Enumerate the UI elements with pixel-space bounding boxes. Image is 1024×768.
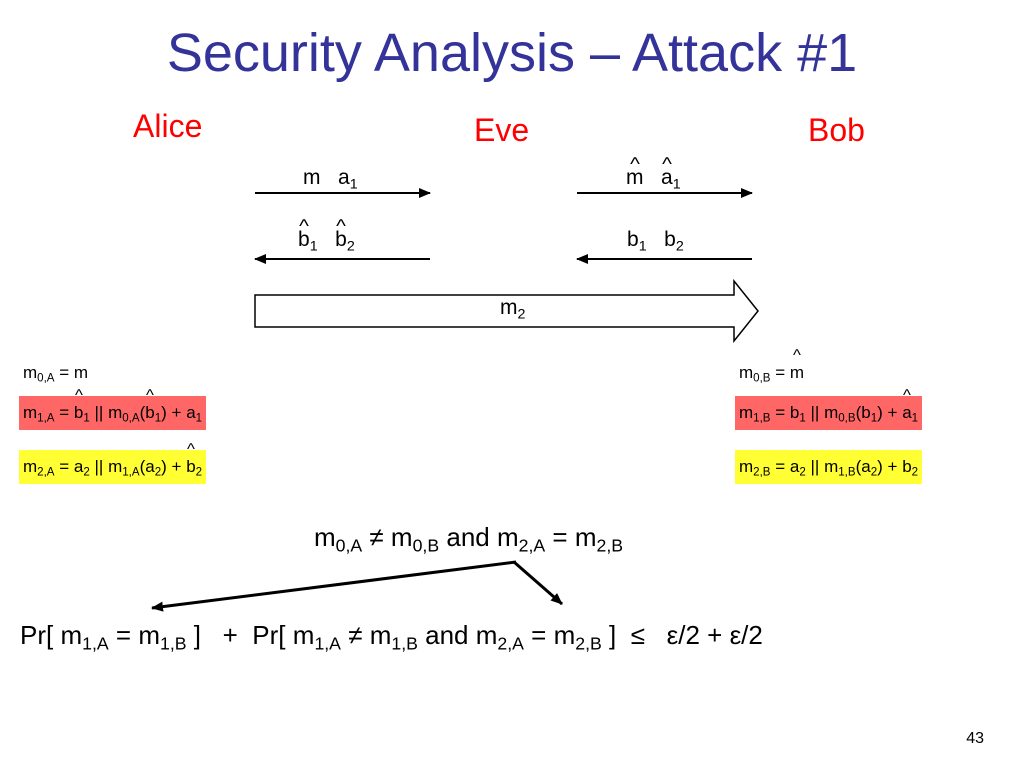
msg-m2: m2 [500, 296, 526, 323]
msg-eve-bhat1-bhat2: b1 b2 [298, 228, 355, 253]
alice-m1-eq: m1,A = b1 || m0,A(b1) + a1 [19, 396, 207, 430]
bob-label: Bob [808, 112, 865, 148]
page-number: 43 [966, 730, 984, 747]
bob-m1-eq: m1,B = b1 || m0,B(b1) + a1 [735, 396, 923, 430]
bob-m0-eq: m0,B = m [735, 356, 808, 390]
bob-m2-eq: m2,B = a2 || m1,B(a2) + b2 [735, 450, 923, 484]
slide-title: Security Analysis – Attack #1 [166, 23, 858, 83]
pointer-arrow-right [513, 560, 563, 606]
pointer-arrow-left [151, 560, 517, 612]
alice-m2-eq: m2,A = a2 || m1,A(a2) + b2 [19, 450, 207, 484]
condition-statement: m0,A ≠ m0,B and m2,A = m2,B [314, 522, 624, 556]
probability-bound: Pr[ m1,A = m1,B ] + Pr[ m1,A ≠ m1,B and … [20, 620, 763, 654]
alice-label: Alice [133, 108, 203, 144]
eve-label: Eve [474, 112, 530, 148]
msg-bob-b1-b2: b1 b2 [627, 228, 684, 255]
msg-eve-mhat-ahat1: m a1 [626, 166, 681, 191]
msg-alice-m-a1: m a1 [303, 166, 358, 193]
alice-m0-eq: m0,A = m [23, 363, 89, 385]
block-arrow-m2 [254, 278, 759, 344]
